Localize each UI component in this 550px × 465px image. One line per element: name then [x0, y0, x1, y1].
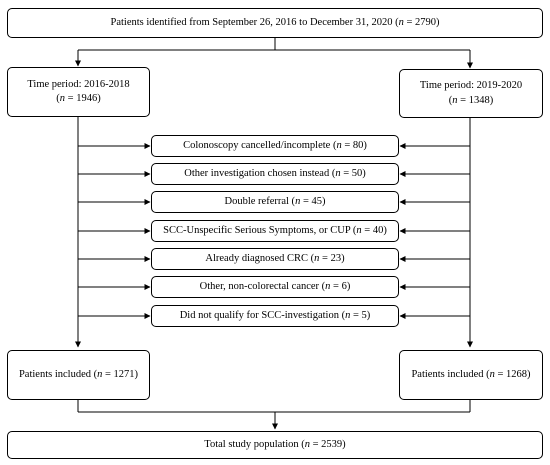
total-population-box: Total study population (n = 2539) [7, 431, 543, 459]
period-2019-2020-box: Time period: 2019-2020 (n = 1348) [399, 69, 543, 118]
exclusion-box-4: SCC-Unspecific Serious Symptoms, or CUP … [151, 220, 399, 242]
exclusion-box-6: Other, non-colorectal cancer (n = 6) [151, 276, 399, 298]
exclusion-box-5: Already diagnosed CRC (n = 23) [151, 248, 399, 270]
identified-patients-box: Patients identified from September 26, 2… [7, 8, 543, 38]
right-included-text: Patients included (n = 1268) [411, 368, 531, 380]
period-2019-2020-label: Time period: 2019-2020 [419, 80, 523, 92]
exclusion-text-2: Other investigation chosen instead (n = … [184, 167, 366, 179]
exclusion-text-6: Other, non-colorectal cancer (n = 6) [199, 280, 351, 292]
period-2016-2018-box: Time period: 2016-2018 (n = 1946) [7, 67, 150, 117]
exclusion-box-3: Double referral (n = 45) [151, 191, 399, 213]
total-population-text: Total study population (n = 2539) [204, 438, 346, 450]
exclusion-box-7: Did not qualify for SCC-investigation (n… [151, 305, 399, 327]
period-2016-2018-count: (n = 1946) [56, 93, 101, 104]
exclusion-text-5: Already diagnosed CRC (n = 23) [205, 252, 345, 264]
exclusion-box-2: Other investigation chosen instead (n = … [151, 163, 399, 185]
exclusion-box-1: Colonoscopy cancelled/incomplete (n = 80… [151, 135, 399, 157]
period-2019-2020-count: (n = 1348) [448, 94, 494, 106]
left-included-text: Patients included (n = 1271) [18, 368, 139, 380]
left-included-box: Patients included (n = 1271) [7, 350, 150, 400]
exclusion-text-3: Double referral (n = 45) [224, 195, 326, 207]
exclusion-text-1: Colonoscopy cancelled/incomplete (n = 80… [183, 139, 367, 151]
identified-patients-text: Patients identified from September 26, 2… [110, 16, 440, 28]
right-included-box: Patients included (n = 1268) [399, 350, 543, 400]
period-2016-2018-label: Time period: 2016-2018 [27, 78, 130, 90]
exclusion-text-7: Did not qualify for SCC-investigation (n… [179, 309, 371, 321]
exclusion-text-4: SCC-Unspecific Serious Symptoms, or CUP … [163, 224, 387, 236]
